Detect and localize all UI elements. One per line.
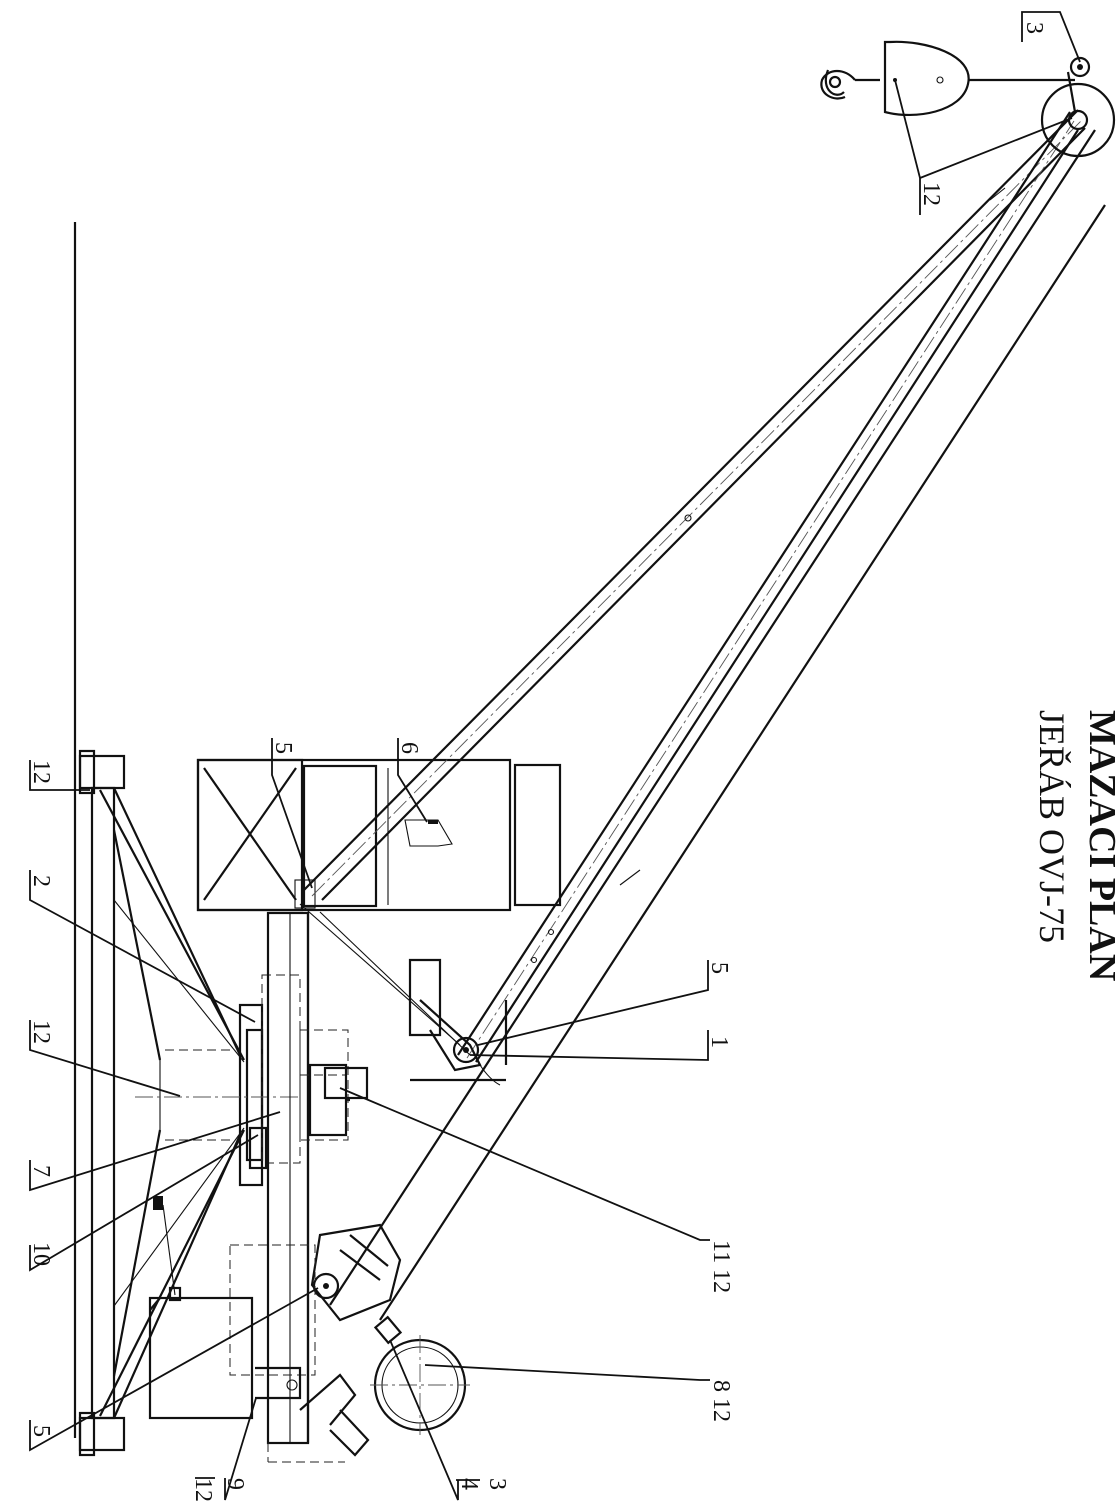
cabin <box>196 758 562 912</box>
page-title: MAZACÍ PLÁN <box>1081 710 1117 981</box>
callout-5-cabin: 5 <box>270 742 296 754</box>
callout-6: 6 <box>396 742 422 754</box>
callout-4: 4 <box>456 1478 482 1490</box>
leader-lines <box>29 11 1081 1501</box>
page-subtitle: JEŘÁB OVJ-75 <box>1032 710 1072 943</box>
callout-10: 10 <box>28 1242 54 1266</box>
callout-12-left-top: 12 <box>28 760 54 784</box>
callout-2: 2 <box>28 875 54 887</box>
callout-12-hook: 12 <box>918 182 944 206</box>
callout-7: 7 <box>28 1165 54 1177</box>
callout-11-12: 11 12 <box>708 1240 734 1293</box>
callout-3-bottom: 3 <box>484 1478 510 1490</box>
callout-labels: 3 12 6 5 12 2 12 7 10 5 1 11 12 8 12 5 9… <box>28 22 1047 1502</box>
hook-block <box>820 40 1075 116</box>
slewing-ring <box>135 974 301 1187</box>
revolving-platform <box>266 911 350 1463</box>
boom <box>299 109 1106 1321</box>
hoist-winch <box>229 1223 402 1457</box>
callout-3-top: 3 <box>1021 22 1047 34</box>
callout-5-bottom: 5 <box>28 1425 54 1437</box>
cable-drum <box>370 1315 470 1435</box>
callout-5-right: 5 <box>706 962 732 974</box>
callout-12-mid: 12 <box>28 1020 54 1044</box>
callout-1: 1 <box>706 1036 732 1048</box>
callout-12-bottom: 12 <box>190 1478 216 1502</box>
counterweight <box>148 1286 254 1420</box>
title-block: MAZACÍ PLÁN JEŘÁB OVJ-75 <box>1032 710 1117 981</box>
callout-9: 9 <box>222 1478 248 1490</box>
boom-tip-sheave <box>1040 56 1116 158</box>
gantry-base <box>78 749 245 1457</box>
boom-foot-pivot <box>299 958 508 1141</box>
callout-8-12: 8 12 <box>708 1380 734 1422</box>
